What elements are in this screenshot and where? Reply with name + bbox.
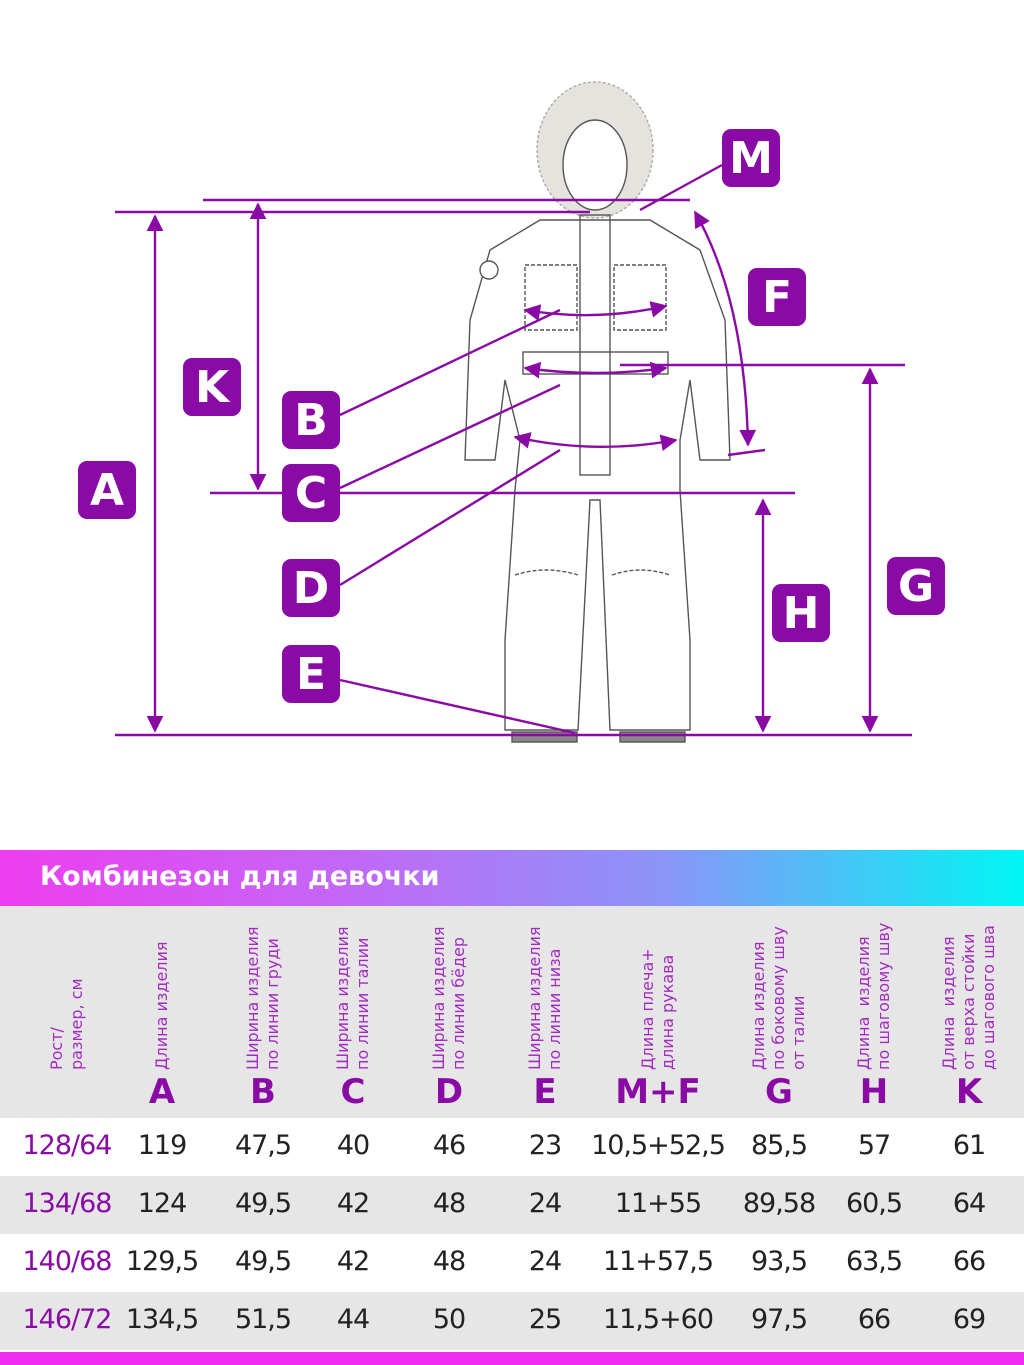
footer-bar [0,1352,1024,1365]
size-cell: 146/72 [22,1304,113,1335]
table-title: Комбинезон для девочки [40,861,440,892]
value-cell: 40 [336,1130,370,1161]
value-cell: 61 [952,1130,986,1161]
column-letter: G [765,1072,793,1112]
column-label: Длина изделия [152,941,171,1070]
column-label: Длина изделия по шаговому шву [854,922,893,1070]
value-cell: 11,5+60 [602,1304,714,1335]
table-row: 140/68 129,5 49,5 42 48 24 11+57,5 93,5 63,5 66 [0,1234,1024,1292]
column-label: Ширина изделия по линии талии [333,926,372,1070]
label-m: M [722,129,780,187]
value-cell: 69 [952,1304,986,1335]
value-cell: 10,5+52,5 [591,1130,726,1161]
value-cell: 49,5 [234,1188,292,1219]
value-cell: 85,5 [750,1130,808,1161]
label-e: E [282,645,340,703]
value-cell: 46 [432,1130,466,1161]
value-cell: 129,5 [125,1246,199,1277]
value-cell: 25 [528,1304,562,1335]
value-cell: 47,5 [234,1130,292,1161]
table-row: 146/72 134,5 51,5 44 50 25 11,5+60 97,5 66 69 [0,1292,1024,1350]
label-a: A [78,461,136,519]
value-cell: 57 [857,1130,891,1161]
value-cell: 42 [336,1188,370,1219]
column-letter: H [859,1072,889,1112]
value-cell: 66 [952,1246,986,1277]
value-cell: 60,5 [845,1188,903,1219]
column-label: Ширина изделия по линии бёдер [429,926,468,1070]
value-cell: 93,5 [750,1246,808,1277]
value-cell: 11+55 [614,1188,702,1219]
label-h: H [772,584,830,642]
value-cell: 89,58 [742,1188,816,1219]
value-cell: 42 [336,1246,370,1277]
table-title-bar: Комбинезон для девочки [0,850,1024,906]
size-cell: 140/68 [22,1246,113,1277]
value-cell: 124 [137,1188,188,1219]
column-letter: E [533,1072,557,1112]
value-cell: 24 [528,1246,562,1277]
column-letter: K [955,1072,983,1112]
value-cell: 11+57,5 [602,1246,714,1277]
measurement-lines [115,163,912,737]
value-cell: 49,5 [234,1246,292,1277]
column-letter: C [340,1072,366,1112]
table-row: 128/64 119 47,5 40 46 23 10,5+52,5 85,5 57 61 [0,1118,1024,1176]
value-cell: 44 [336,1304,370,1335]
column-label: Длина изделия от верха стойки до шаговог… [939,925,998,1070]
column-letter: B [250,1072,276,1112]
value-cell: 134,5 [125,1304,199,1335]
column-label: Рост/ размер, см [47,978,86,1070]
value-cell: 64 [952,1188,986,1219]
value-cell: 24 [528,1188,562,1219]
label-d: D [282,559,340,617]
value-cell: 97,5 [750,1304,808,1335]
value-cell: 63,5 [845,1246,903,1277]
label-c: C [282,464,340,522]
size-cell: 134/68 [22,1188,113,1219]
table-row: 134/68 124 49,5 42 48 24 11+55 89,58 60,5 64 [0,1176,1024,1234]
jumpsuit-drawing [464,81,731,743]
garment-diagram [115,81,912,743]
value-cell: 66 [857,1304,891,1335]
label-b: B [282,391,340,449]
value-cell: 50 [432,1304,466,1335]
column-label: Длина изделия по боковому шву от талии [749,926,808,1070]
column-label: Длина плеча+ длина рукава [638,948,677,1070]
size-cell: 128/64 [22,1130,113,1161]
label-k: K [183,358,241,416]
value-cell: 23 [528,1130,562,1161]
value-cell: 51,5 [234,1304,292,1335]
column-label: Ширина изделия по линии груди [243,926,282,1070]
value-cell: 48 [432,1188,466,1219]
label-f: F [748,268,806,326]
column-letter: A [148,1072,176,1112]
column-letter: D [434,1072,464,1112]
value-cell: 48 [432,1246,466,1277]
column-letter: M+F [615,1072,701,1112]
label-g: G [887,557,945,615]
column-label: Ширина изделия по линии низа [525,926,564,1070]
value-cell: 119 [137,1130,188,1161]
